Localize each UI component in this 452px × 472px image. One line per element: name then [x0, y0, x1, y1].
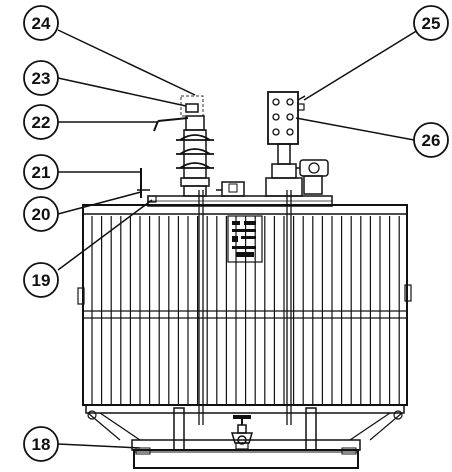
callout-22-label: 22: [32, 113, 51, 132]
callout-26-label: 26: [422, 131, 441, 150]
transformer-tank: [77, 190, 412, 441]
nameplate: [227, 215, 263, 263]
lv-terminal: [265, 91, 306, 197]
hv-bushing: [153, 95, 214, 197]
callout-24-label: 24: [32, 14, 51, 33]
callout-22: 22: [23, 104, 59, 140]
callout-21: 21: [23, 154, 59, 190]
callout-26: 26: [413, 122, 449, 158]
drain-valve: [230, 415, 254, 450]
callout-25: 25: [413, 5, 449, 41]
gas-relay: [296, 159, 329, 195]
callout-23-label: 23: [32, 69, 51, 88]
nameplate-marks: [232, 221, 256, 257]
callout-24: 24: [23, 5, 59, 41]
callout-19-label: 19: [32, 271, 51, 290]
callout-18: 18: [23, 426, 59, 462]
lid-fitting: [216, 181, 245, 197]
leader-lines: [57, 29, 419, 449]
radiator-fins: [91, 216, 400, 404]
callout-19: 19: [23, 262, 59, 298]
callout-21-label: 21: [32, 163, 51, 182]
callout-25-label: 25: [422, 14, 441, 33]
callout-23: 23: [23, 60, 59, 96]
callout-20-label: 20: [32, 205, 51, 224]
callout-18-label: 18: [32, 435, 51, 454]
callout-20: 20: [23, 196, 59, 232]
thermometer-pocket: [137, 168, 157, 203]
